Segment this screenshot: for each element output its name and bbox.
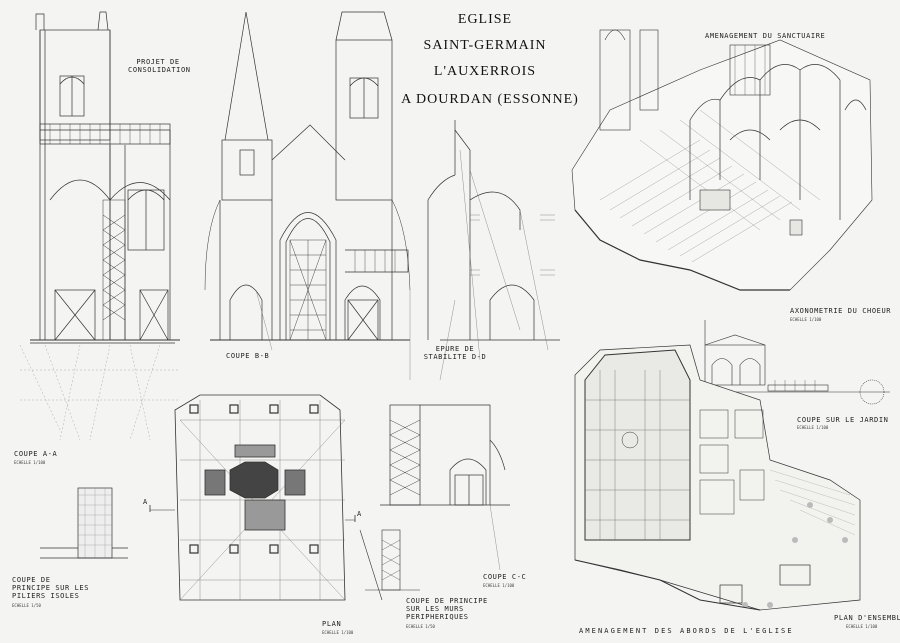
label-amenagement-abords: AMENAGEMENT DES ABORDS DE L'EGLISE (579, 627, 794, 635)
label-coupe-aa: COUPE A-A (14, 450, 58, 458)
coupe-murs-drawing (359, 529, 420, 601)
label-coupe-jardin: COUPE SUR LE JARDIN (797, 416, 889, 424)
section-marker-a-left: A (143, 498, 148, 506)
label-axonometrie-scale: ECHELLE 1/100 (790, 317, 822, 322)
label-epure-stabilite: EPURE DE STABILITE D-D (423, 345, 487, 361)
label-axonometrie: AXONOMETRIE DU CHOEUR (790, 307, 892, 315)
plan-drawing (150, 394, 355, 601)
label-coupe-murs-scale: ECHELLE 1/50 (406, 624, 435, 629)
sheet-title-line4: A DOURDAN (ESSONNE) (401, 92, 579, 107)
plan-ensemble-drawing (574, 344, 861, 611)
sheet-title-line2: SAINT-GERMAIN (423, 38, 547, 53)
sheet-title-line1: EGLISE (457, 12, 513, 27)
epure-stabilite-drawing (427, 120, 560, 381)
label-coupe-bb: COUPE B-B (226, 352, 270, 360)
label-plan-ensemble-scale: ECHELLE 1/100 (846, 624, 878, 629)
label-coupe-cc-scale: ECHELLE 1/100 (483, 583, 515, 588)
label-coupe-murs: COUPE DE PRINCIPE SUR LES MURS PERIPHERI… (406, 597, 488, 621)
label-coupe-aa-scale: ECHELLE 1/100 (14, 460, 46, 465)
label-coupe-piliers-scale: ECHELLE 1/50 (12, 603, 41, 608)
section-marker-a-right: A (357, 510, 362, 518)
label-plan: PLAN (322, 620, 342, 628)
coupe-aa-drawing (19, 11, 180, 441)
coupe-bb-drawing (204, 11, 411, 380)
label-amenagement-sanctuaire: AMENAGEMENT DU SANCTUAIRE (705, 32, 826, 40)
sheet-title-line3: L'AUXERROIS (433, 64, 537, 79)
axonometrie-drawing (571, 29, 873, 291)
label-projet-consolidation: PROJET DE CONSOLIDATION (128, 58, 191, 74)
label-coupe-cc: COUPE C-C (483, 573, 527, 581)
coupe-piliers-drawing (40, 487, 128, 559)
label-plan-scale: ECHELLE 1/100 (322, 630, 354, 635)
label-coupe-piliers: COUPE DE PRINCIPE SUR LES PILIERS ISOLES (12, 576, 90, 600)
coupe-cc-drawing (380, 404, 510, 571)
label-coupe-jardin-scale: ECHELLE 1/100 (797, 425, 829, 430)
label-plan-ensemble: PLAN D'ENSEMBLE (834, 614, 900, 622)
